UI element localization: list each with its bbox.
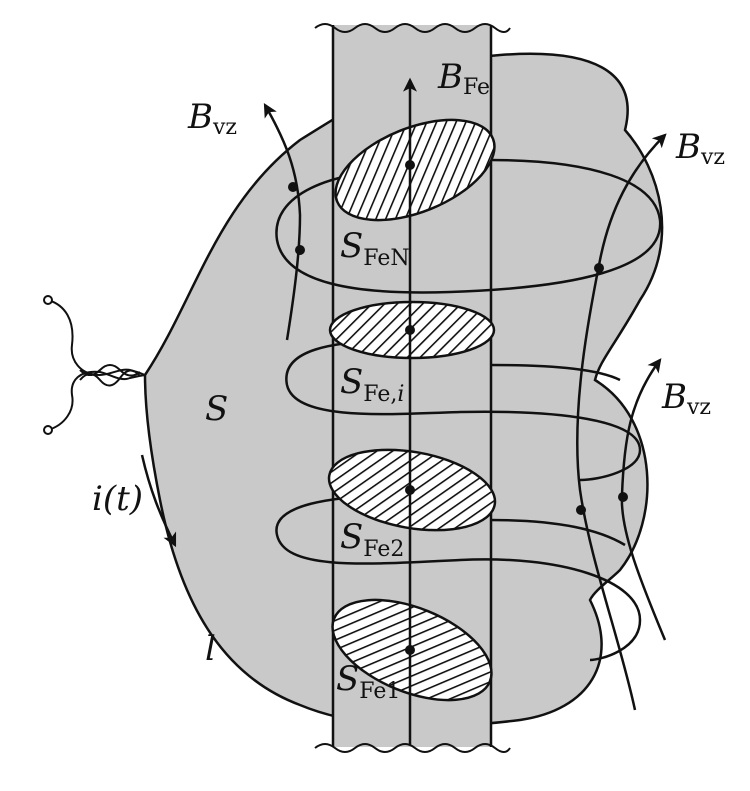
label-b-fe: BFe [437,57,490,100]
label-length: l [205,629,216,669]
label-surface-s: S [205,389,228,429]
b-vz-right [576,133,667,711]
label-current: i(t) [92,479,143,519]
coil-windings [275,158,662,662]
label-b-vz-lower: Bvz [661,377,711,420]
twisted-leads [43,295,146,435]
label-s-fe2: SFe2 [340,517,404,562]
b-vz-left [263,102,302,341]
current-arrow [140,454,177,548]
section-feN [334,118,496,222]
b-fe-field-line [403,77,417,745]
label-s-feN: SFeN [340,226,410,271]
label-s-fei: SFe,i [340,362,404,407]
label-b-vz-right: Bvz [675,127,725,170]
core-sections [327,118,497,702]
label-s-fe1: SFe1 [336,659,400,704]
label-b-vz-left: Bvz [187,97,237,140]
